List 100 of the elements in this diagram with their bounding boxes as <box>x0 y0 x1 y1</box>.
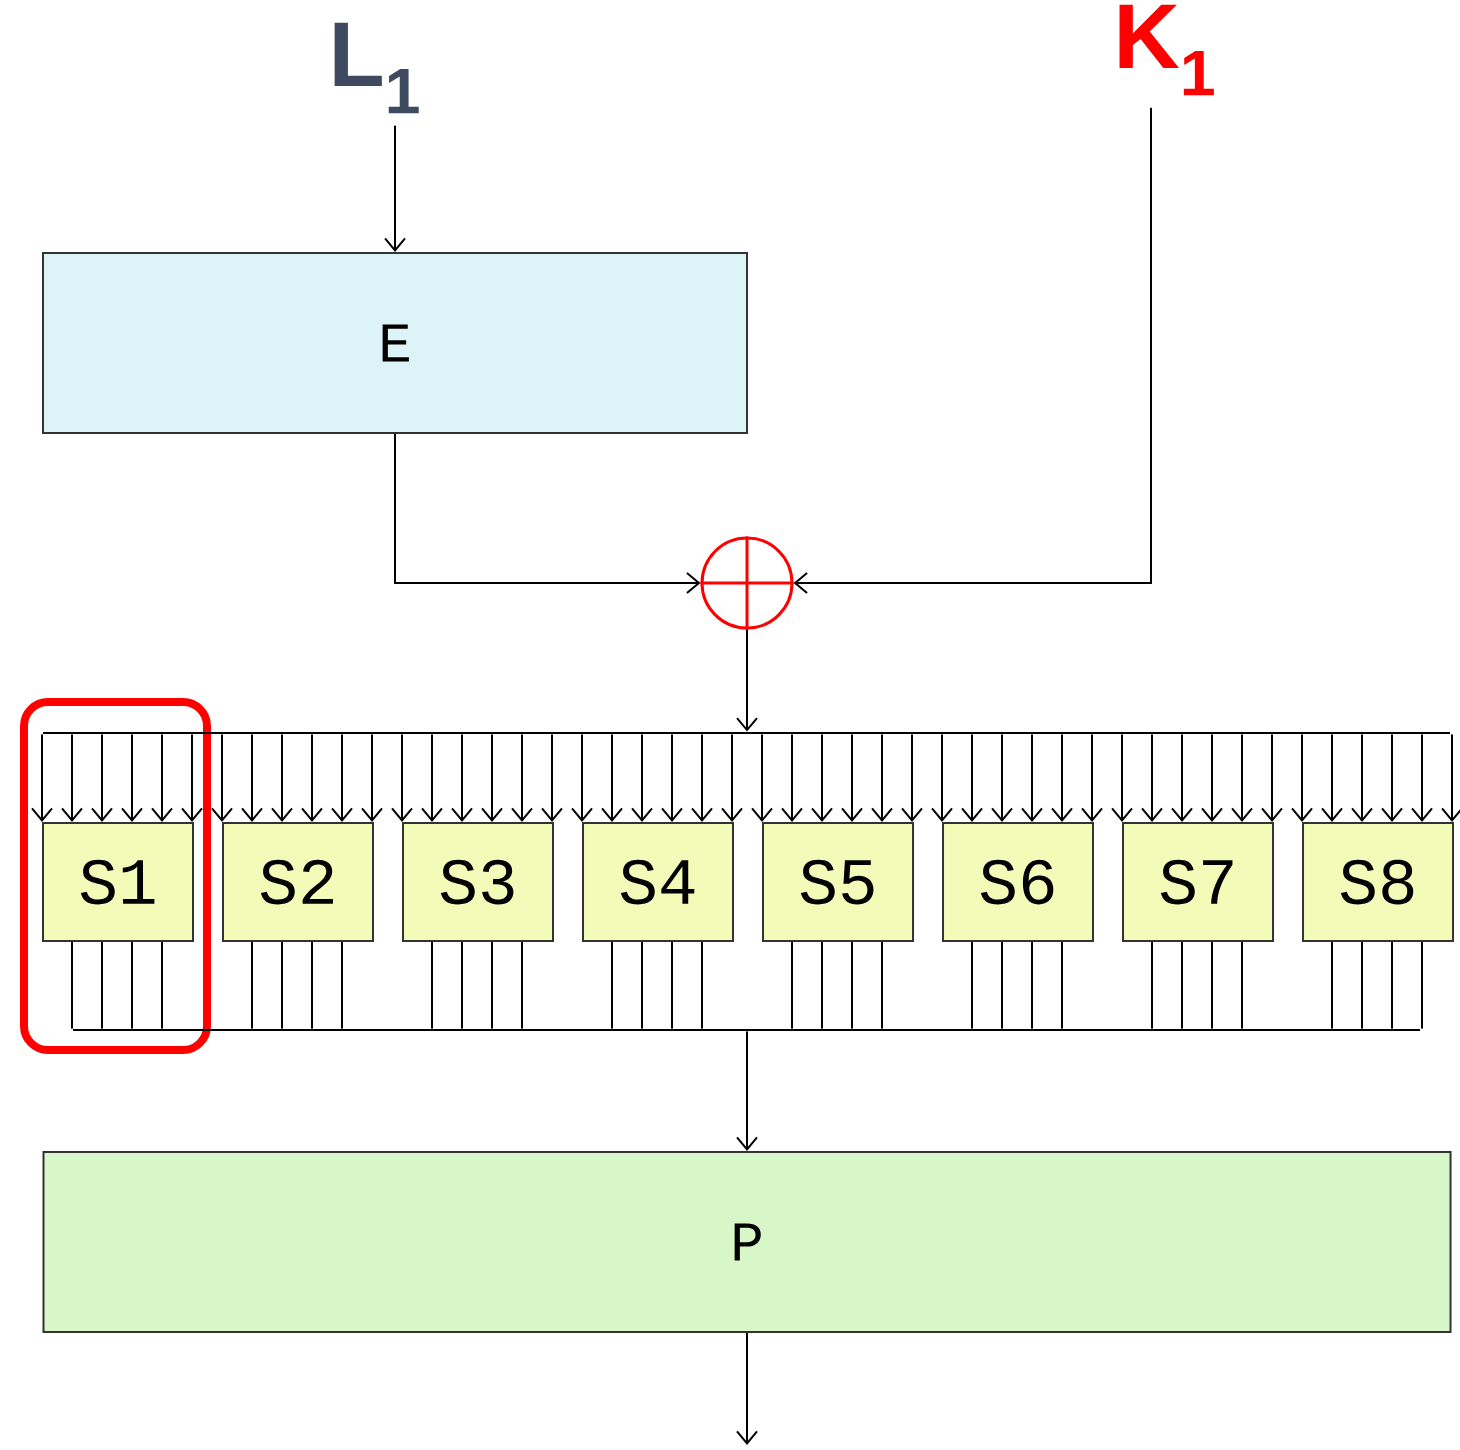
connector-line <box>431 941 433 1030</box>
connector-line <box>971 941 973 1030</box>
input-label: K$_{1}$ <box>1119 4 1214 96</box>
connector-line <box>851 941 853 1030</box>
arrow <box>736 1030 758 1151</box>
arrow <box>241 733 263 822</box>
connector-line <box>1421 941 1423 1030</box>
function-box: E <box>42 252 748 434</box>
connector-line <box>791 941 793 1030</box>
arrow <box>661 733 683 822</box>
connector-line <box>641 941 643 1030</box>
arrow <box>511 733 533 822</box>
arrow <box>1021 733 1043 822</box>
bus-line <box>73 1029 1420 1031</box>
arrow <box>1051 733 1073 822</box>
connector-line <box>491 941 493 1030</box>
arrow <box>61 733 83 822</box>
s-box: S4 <box>582 822 734 942</box>
input-label: L$_{1}$ <box>334 22 419 114</box>
connector-line <box>161 941 163 1030</box>
connector-line <box>1181 941 1183 1030</box>
s-box: S2 <box>222 822 374 942</box>
connector-line <box>251 941 253 1030</box>
connector-line <box>1361 941 1363 1030</box>
arrow <box>1111 733 1133 822</box>
s-box: S5 <box>762 822 914 942</box>
connector-line <box>1151 941 1153 1030</box>
connector-line <box>281 941 283 1030</box>
arrow <box>211 733 233 822</box>
arrow <box>31 733 53 822</box>
arrow <box>601 733 623 822</box>
arrow <box>1351 733 1373 822</box>
arrow <box>361 733 383 822</box>
arrow <box>1231 733 1253 822</box>
arrow <box>793 106 1152 594</box>
arrow <box>751 733 773 822</box>
connector-line <box>611 941 613 1030</box>
arrow <box>991 733 1013 822</box>
arrow <box>541 733 563 822</box>
arrow <box>691 733 713 822</box>
arrow <box>631 733 653 822</box>
s-box: S1 <box>42 822 194 942</box>
arrow <box>1411 733 1434 822</box>
connector-line <box>821 941 823 1030</box>
arrow <box>1321 733 1343 822</box>
arrow <box>1261 733 1283 822</box>
arrow <box>121 733 143 822</box>
arrow <box>571 733 593 822</box>
connector-line <box>461 941 463 1030</box>
connector-line <box>1391 941 1393 1030</box>
arrow <box>811 733 833 822</box>
arrow <box>181 733 203 822</box>
connector-line <box>881 941 883 1030</box>
connector-line <box>521 941 523 1030</box>
arrow <box>421 733 443 822</box>
arrow <box>271 733 293 822</box>
arrow <box>901 733 923 822</box>
arrow <box>721 733 743 822</box>
connector-line <box>71 941 73 1030</box>
arrow <box>151 733 173 822</box>
arrow <box>481 733 503 822</box>
connector-line <box>101 941 103 1030</box>
arrow <box>384 124 406 252</box>
s-box: S7 <box>1122 822 1274 942</box>
connector-line <box>311 941 313 1030</box>
arrow <box>736 1332 758 1446</box>
arrow <box>841 733 863 822</box>
arrow <box>301 733 323 822</box>
connector-line <box>1211 941 1213 1030</box>
arrow <box>1381 733 1403 822</box>
arrow <box>781 733 803 822</box>
arrow <box>451 733 473 822</box>
s-box: S8 <box>1302 822 1455 942</box>
arrow <box>1201 733 1223 822</box>
arrow <box>1291 733 1313 822</box>
arrow <box>736 628 758 732</box>
arrow <box>961 733 983 822</box>
connector-line <box>1331 941 1333 1030</box>
arrow <box>1171 733 1193 822</box>
connector-line <box>1031 941 1033 1030</box>
s-box: S6 <box>942 822 1094 942</box>
arrow <box>91 733 113 822</box>
arrow <box>931 733 953 822</box>
bus-line <box>43 732 1450 734</box>
arrow <box>394 433 701 594</box>
connector-line <box>671 941 673 1030</box>
s-box: S3 <box>402 822 554 942</box>
arrow <box>1441 733 1460 822</box>
xor-symbol <box>699 535 795 631</box>
arrow <box>871 733 893 822</box>
connector-line <box>1241 941 1243 1030</box>
connector-line <box>701 941 703 1030</box>
connector-line <box>131 941 133 1030</box>
arrow <box>1081 733 1103 822</box>
connector-line <box>1061 941 1063 1030</box>
connector-line <box>1001 941 1003 1030</box>
arrow <box>1141 733 1163 822</box>
arrow <box>331 733 353 822</box>
function-box: P <box>42 1151 1452 1333</box>
connector-line <box>341 941 343 1030</box>
